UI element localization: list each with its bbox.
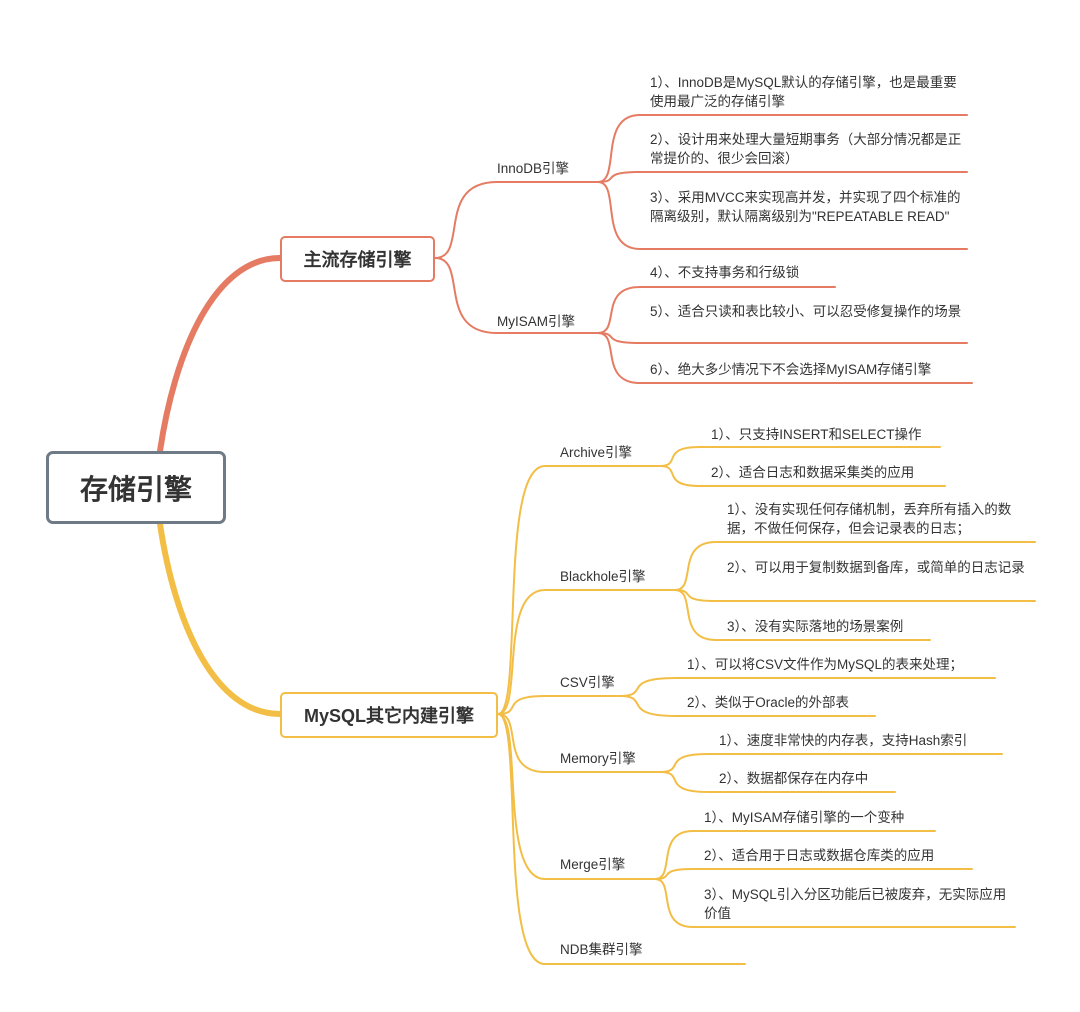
edge-csv-1 xyxy=(619,677,677,697)
leaf-myisam-4: 4）、不支持事务和行级锁 xyxy=(650,265,800,280)
edge-innodb-2 xyxy=(597,171,641,183)
edge-other-archive xyxy=(497,465,546,715)
edge-myisam-4 xyxy=(597,286,641,334)
edge-innodb-1 xyxy=(597,114,641,183)
subtopic-archive[interactable]: Archive引擎 xyxy=(560,445,633,460)
leaf-innodb-3: 3）、采用MVCC来实现高并发，并实现了四个标准的隔离级别，默认隔离级别为"RE… xyxy=(650,190,961,224)
edge-merge-2 xyxy=(654,868,694,880)
subtopic-csv[interactable]: CSV引擎 xyxy=(560,675,615,690)
subtopic-blackhole[interactable]: Blackhole引擎 xyxy=(560,569,646,584)
edge-myisam-6 xyxy=(597,332,641,384)
edge-blackhole-1 xyxy=(674,541,717,591)
leaf-memory-2: 2）、数据都保存在内存中 xyxy=(719,771,869,786)
leaf-merge-3: 3）、MySQL引入分区功能后已被废弃，无实际应用价值 xyxy=(704,887,1007,921)
subtopic-memory[interactable]: Memory引擎 xyxy=(560,751,636,766)
edge-other-blackhole xyxy=(497,589,546,715)
edge-archive-1 xyxy=(659,446,701,467)
edge-memory-1 xyxy=(659,753,709,773)
subtopic-myisam[interactable]: MyISAM引擎 xyxy=(497,314,576,329)
edge-root-other xyxy=(157,521,283,717)
leaf-memory-1: 1）、速度非常快的内存表，支持Hash索引 xyxy=(719,733,968,748)
leaf-merge-2: 2）、适合用于日志或数据仓库类的应用 xyxy=(704,848,935,863)
edge-blackhole-3 xyxy=(674,589,717,641)
branch-other-builtin-engines[interactable]: MySQL其它内建引擎 xyxy=(280,692,498,738)
edge-other-memory xyxy=(497,713,546,773)
subtopic-ndb[interactable]: NDB集群引擎 xyxy=(560,942,643,957)
edge-other-ndb xyxy=(497,713,546,965)
edge-memory-2 xyxy=(659,771,709,793)
leaf-merge-1: 1）、MyISAM存储引擎的一个变种 xyxy=(704,810,905,825)
leaf-blackhole-2: 2）、可以用于复制数据到备库，或简单的日志记录 xyxy=(727,560,1025,575)
leaf-blackhole-3: 3）、没有实际落地的场景案例 xyxy=(727,619,904,634)
leaf-archive-2: 2）、适合日志和数据采集类的应用 xyxy=(711,465,915,480)
edge-mainstream-myisam xyxy=(434,257,498,334)
edge-archive-2 xyxy=(659,465,701,487)
edge-root-mainstream xyxy=(157,255,283,454)
leaf-myisam-5: 5）、适合只读和表比较小、可以忍受修复操作的场景 xyxy=(650,304,962,319)
edge-other-csv xyxy=(497,695,546,715)
edge-merge-1 xyxy=(654,830,694,880)
subtopic-innodb[interactable]: InnoDB引擎 xyxy=(497,161,570,176)
edge-merge-3 xyxy=(654,878,694,928)
leaf-blackhole-1: 1）、没有实现任何存储机制，丢弃所有插入的数据，不做任何保存，但会记录表的日志； xyxy=(727,502,1012,536)
leaf-innodb-1: 1）、InnoDB是MySQL默认的存储引擎，也是最重要使用最广泛的存储引擎 xyxy=(650,75,957,109)
root-node[interactable]: 存储引擎 xyxy=(46,451,226,524)
branch-mainstream-engines[interactable]: 主流存储引擎 xyxy=(280,236,435,282)
leaf-csv-1: 1）、可以将CSV文件作为MySQL的表来处理； xyxy=(687,657,964,672)
leaf-innodb-2: 2）、设计用来处理大量短期事务（大部分情况都是正常提价的、很少会回滚） xyxy=(650,132,962,166)
leaf-csv-2: 2）、类似于Oracle的外部表 xyxy=(687,695,850,710)
edge-mainstream-innodb xyxy=(434,181,498,259)
edge-innodb-3 xyxy=(597,181,641,250)
subtopic-merge[interactable]: Merge引擎 xyxy=(560,857,626,872)
leaf-archive-1: 1）、只支持INSERT和SELECT操作 xyxy=(711,427,922,442)
edge-other-merge xyxy=(497,713,546,880)
edge-csv-2 xyxy=(619,695,677,717)
leaf-myisam-6: 6）、绝大多少情况下不会选择MyISAM存储引擎 xyxy=(650,362,932,377)
